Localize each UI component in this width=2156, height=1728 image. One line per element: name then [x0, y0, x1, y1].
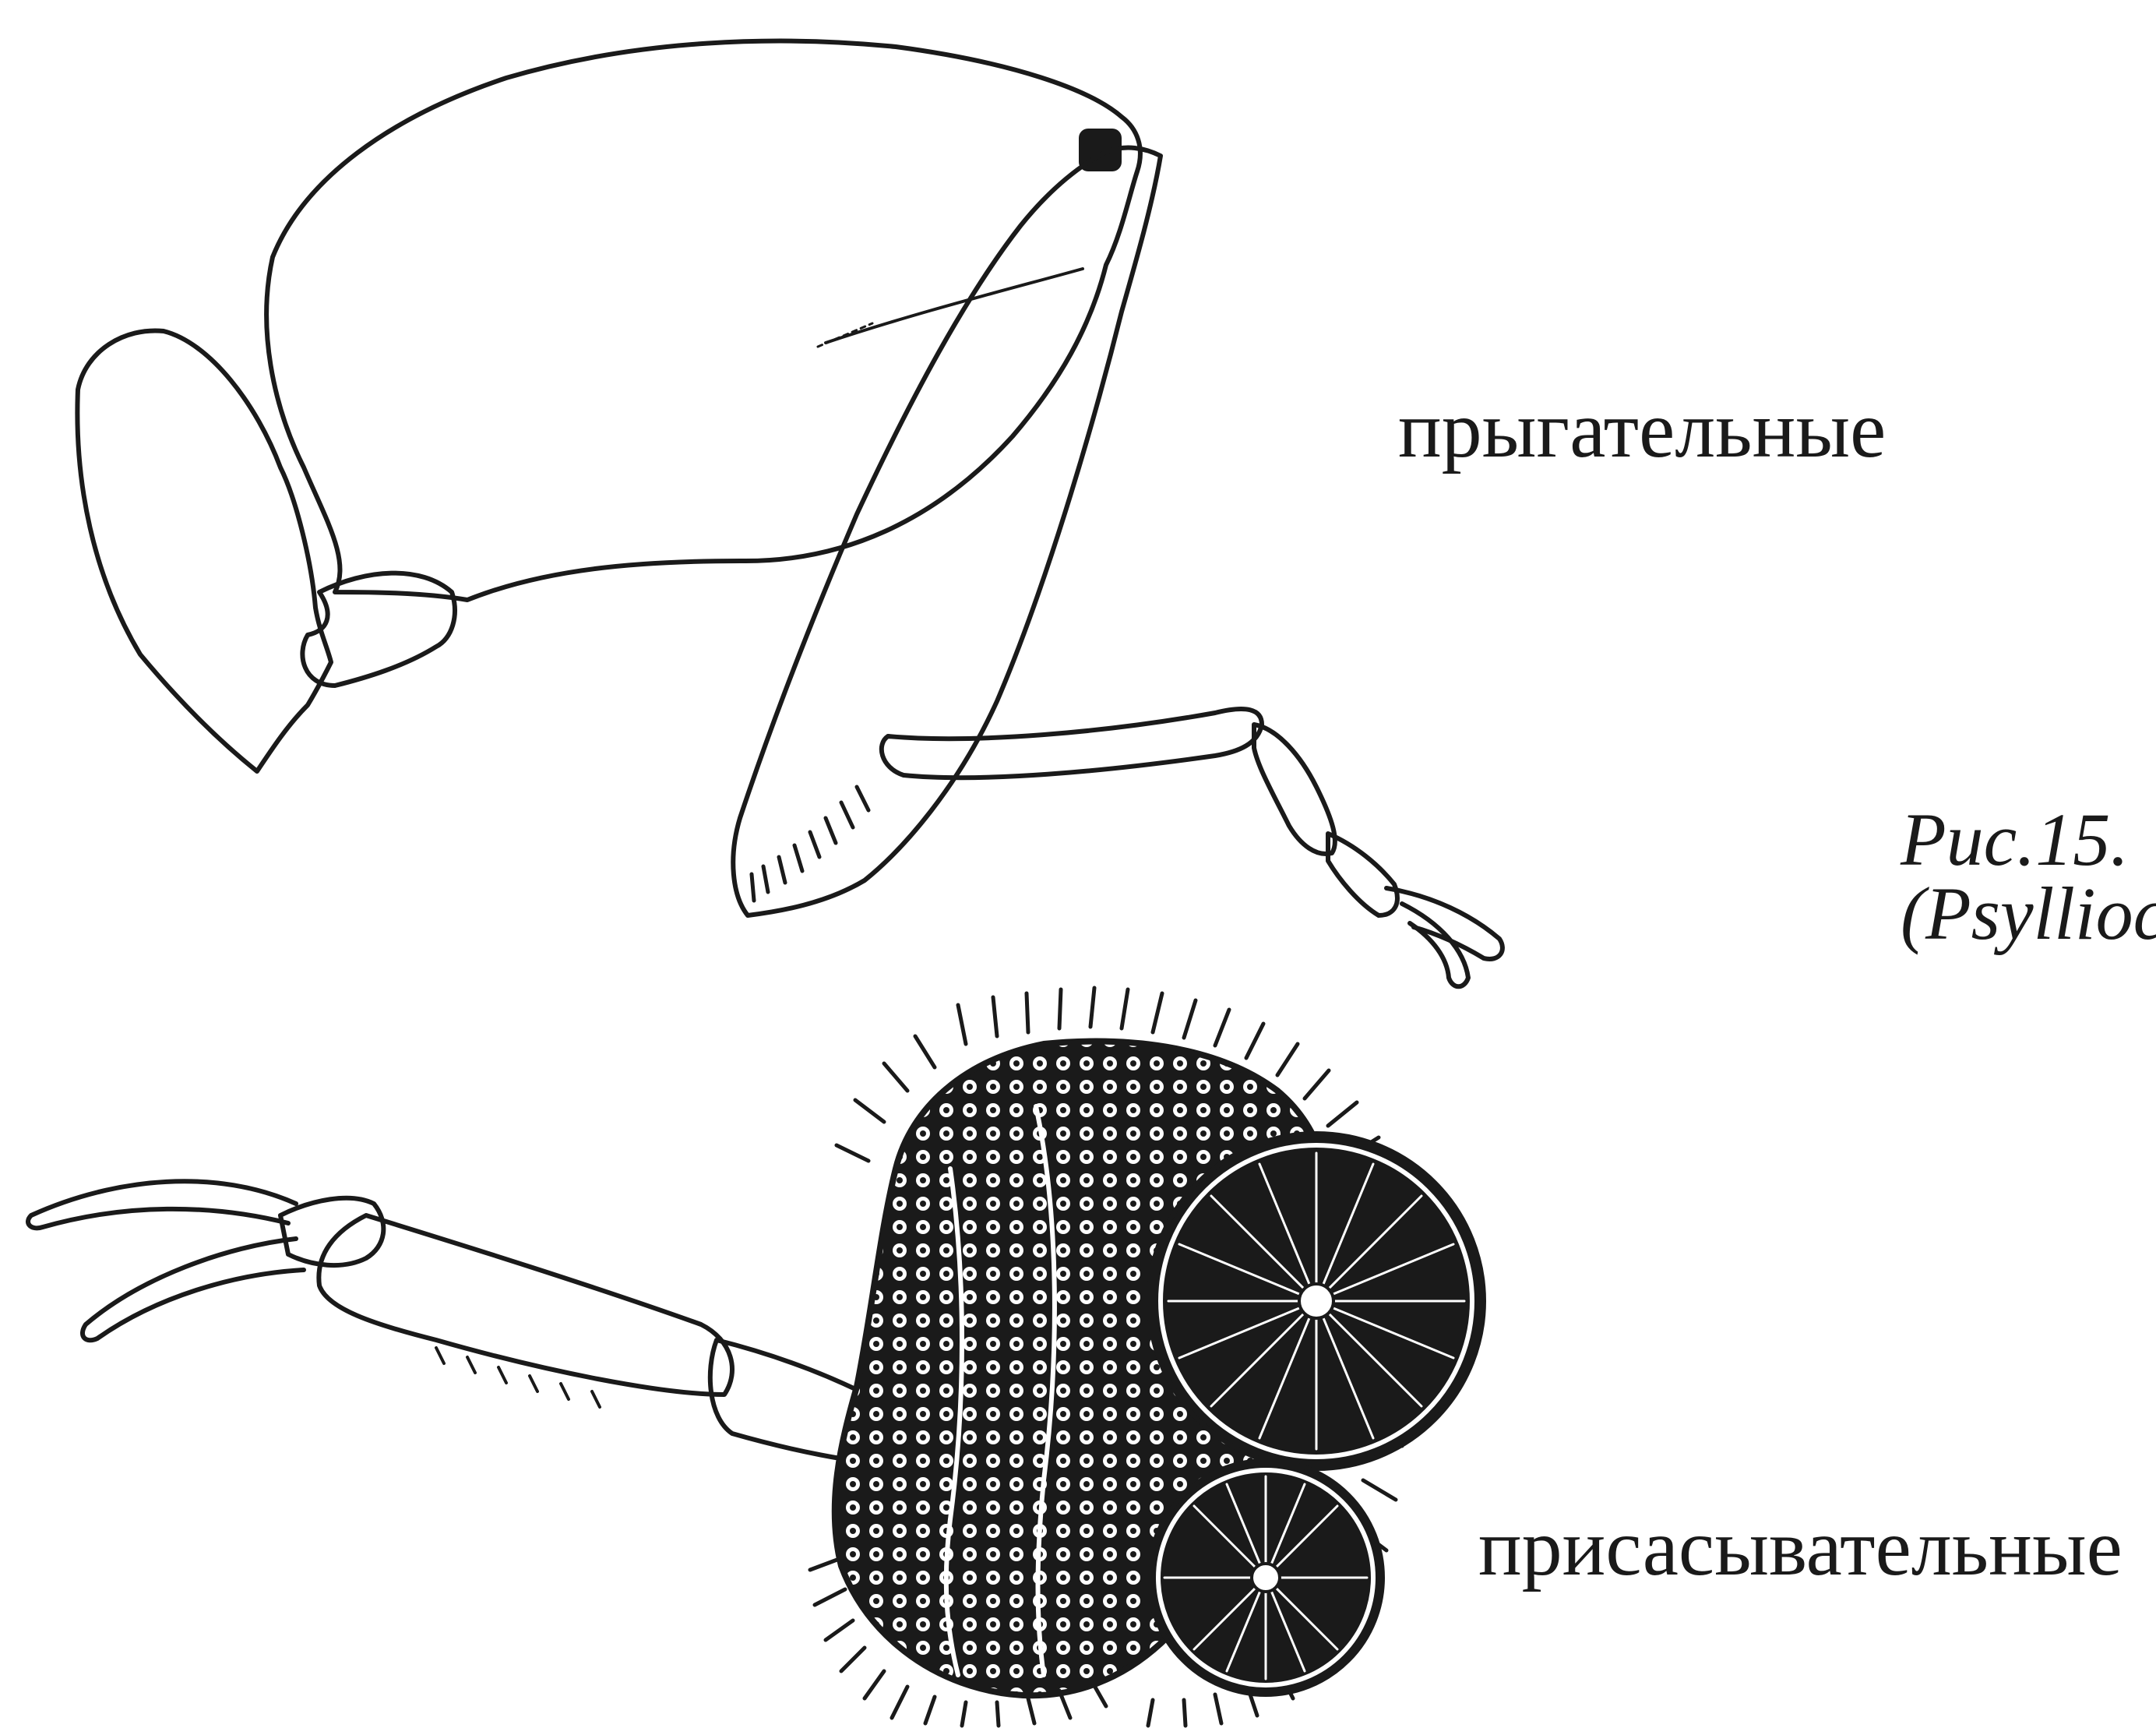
- jumping-leg: [77, 41, 1503, 987]
- label-sucking: присасывательные: [1478, 1508, 2123, 1589]
- tarsus-segment-2: [1254, 725, 1335, 854]
- tibia-segment: [733, 148, 1161, 915]
- sucking-leg: [28, 988, 1484, 1726]
- femur-segment: [266, 41, 1140, 600]
- tarsus-segment-3: [1328, 834, 1397, 915]
- label-jumping: прыгательные: [1398, 390, 1886, 471]
- small-suction-disc: [1149, 1461, 1383, 1694]
- front-claw-upper: [28, 1181, 296, 1228]
- front-tarsus-1: [280, 1198, 383, 1265]
- figure-caption-genus: (Psyllioc: [1901, 876, 2156, 951]
- front-tibia-spines: [436, 1348, 600, 1407]
- figure-caption-number: Рис.15.: [1901, 802, 2129, 877]
- femur-inner-line: [826, 269, 1083, 343]
- tibia-spines: [752, 787, 868, 901]
- femur-dotted-line: [818, 323, 872, 347]
- tarsus-segment-1: [882, 709, 1262, 778]
- large-suction-disc: [1149, 1134, 1484, 1469]
- coxa-segment: [77, 330, 331, 771]
- claw-upper: [1386, 888, 1503, 959]
- front-claw-lower: [83, 1239, 304, 1340]
